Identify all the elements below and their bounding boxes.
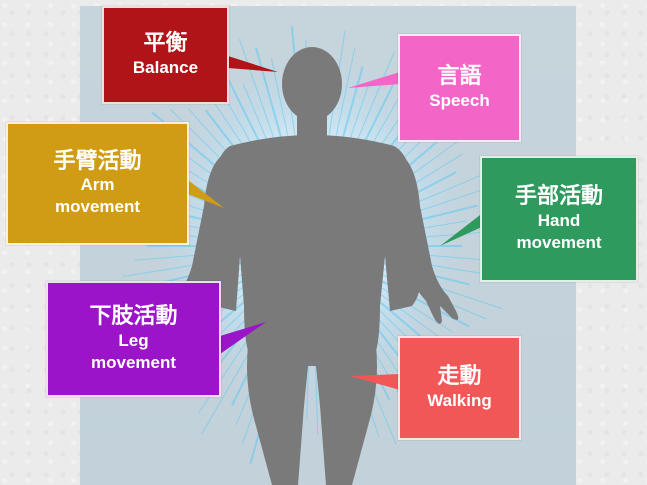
label-walking-zh: 走動 <box>437 364 482 390</box>
label-speech: 言語 Speech <box>398 34 521 142</box>
label-arm-zh: 手臂活動 <box>53 148 142 174</box>
label-hand: 手部活動 Hand movement <box>480 156 638 282</box>
label-leg-zh: 下肢活動 <box>89 304 178 330</box>
label-speech-en: Speech <box>429 90 490 110</box>
pointer-hand <box>440 212 484 246</box>
label-hand-en-line2: movement <box>516 232 602 252</box>
label-balance-en: Balance <box>132 57 199 77</box>
label-leg-en-line2: movement <box>90 352 177 372</box>
human-silhouette <box>165 47 459 485</box>
label-leg-en-line1: Leg <box>118 330 149 350</box>
label-speech-zh: 言語 <box>437 64 482 90</box>
label-leg: 下肢活動 Leg movement <box>46 281 221 397</box>
pointer-balance <box>228 56 278 72</box>
pointer-speech <box>348 72 400 88</box>
label-arm: 手臂活動 Arm movement <box>6 122 189 245</box>
label-hand-en-line1: Hand <box>537 210 581 230</box>
pointer-arm <box>188 180 224 208</box>
pointer-walking <box>350 374 400 390</box>
label-arm-en-line1: Arm <box>80 175 115 195</box>
pointer-leg <box>220 322 266 354</box>
label-balance-zh: 平衡 <box>143 31 188 57</box>
label-balance: 平衡 Balance <box>102 6 229 104</box>
label-walking: 走動 Walking <box>398 336 521 440</box>
label-hand-zh: 手部活動 <box>514 184 603 210</box>
label-walking-en: Walking <box>427 390 492 410</box>
label-arm-en-line2: movement <box>54 197 141 217</box>
